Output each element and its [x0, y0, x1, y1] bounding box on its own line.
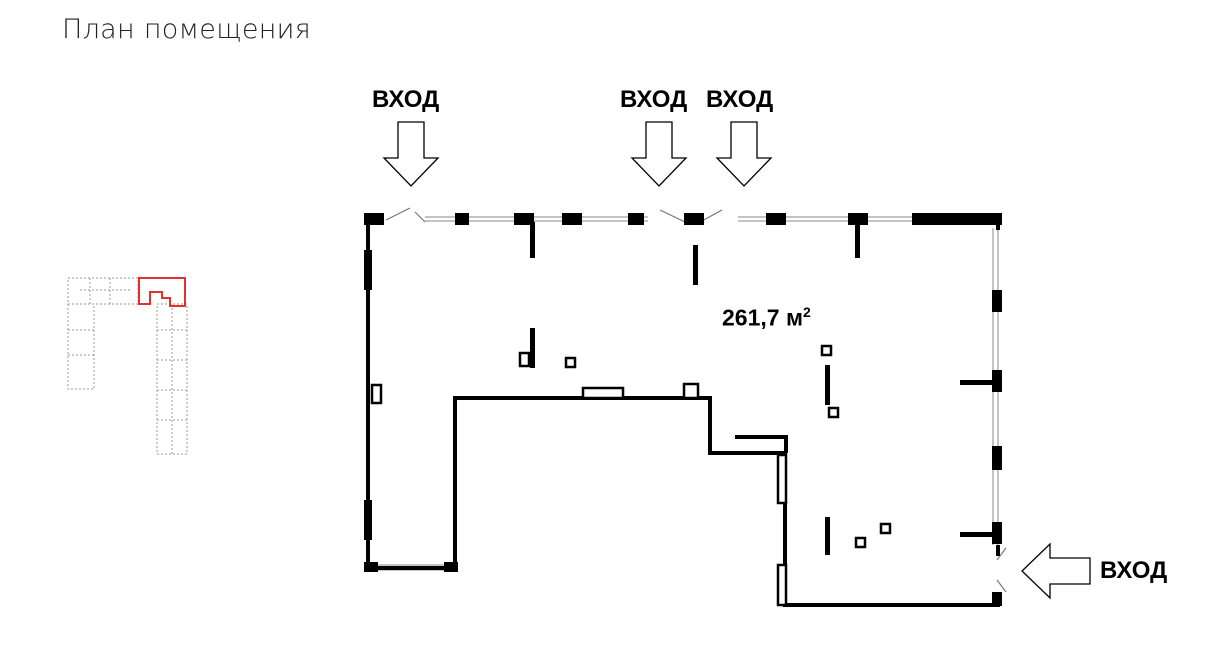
fixtures [370, 344, 892, 607]
key-plan-minimap [67, 277, 188, 455]
entrance-label-2: ВХОД [620, 86, 688, 113]
entrance-arrow-left-4 [1021, 542, 1091, 600]
entrance-label-1: ВХОД [372, 86, 440, 113]
entrance-arrow-down-3 [715, 121, 773, 187]
area-value: 261,7 м [722, 304, 803, 331]
entrance-label-3: ВХОД [706, 86, 774, 113]
entrance-arrow-down-1 [382, 121, 440, 187]
area-label: 261,7 м2 [722, 304, 811, 332]
page-title: План помещения [62, 14, 312, 45]
entrance-label-4: ВХОД [1100, 557, 1168, 584]
area-unit-sup: 2 [802, 304, 811, 320]
key-plan-highlight [138, 277, 186, 307]
columns [364, 213, 1002, 606]
walls [366, 216, 1000, 607]
entrance-arrow-down-2 [630, 121, 688, 187]
